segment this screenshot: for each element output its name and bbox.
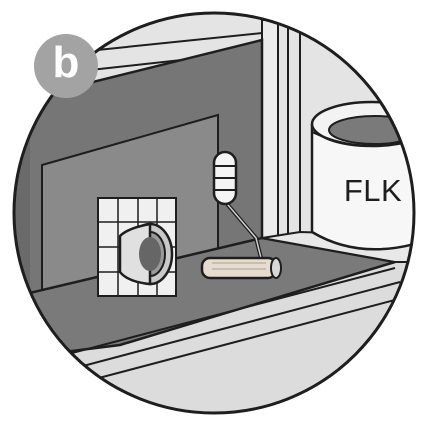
step-badge-icon: b bbox=[34, 34, 98, 98]
roller-cylinder bbox=[202, 258, 281, 278]
roller-grip bbox=[214, 152, 236, 204]
step-letter: b bbox=[53, 38, 80, 87]
bucket-label: FLK bbox=[325, 173, 421, 209]
pipe-collar bbox=[120, 224, 172, 284]
